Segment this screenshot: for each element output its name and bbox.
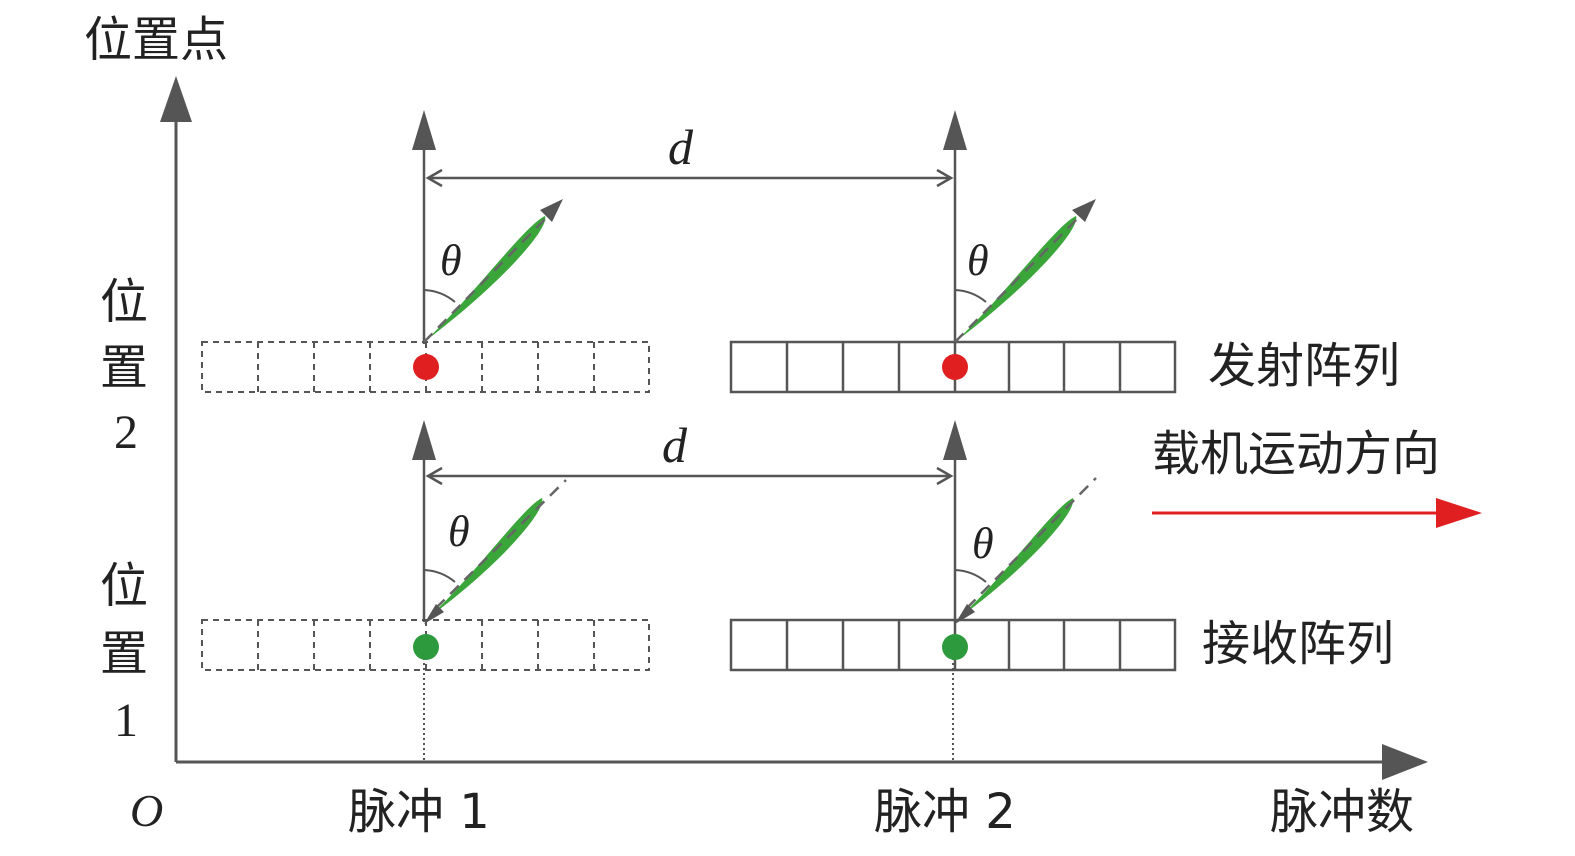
position1-char-2: 置 [100, 626, 148, 682]
motion-direction-label: 载机运动方向 [1152, 426, 1440, 482]
transmit-array-pulse2 [729, 340, 1177, 394]
y-axis-label: 位置点 [84, 12, 228, 68]
position1-label: 位 置 1 [100, 558, 148, 747]
main-axes [160, 76, 1428, 780]
angle-label-tx2: θ [967, 236, 989, 285]
position2-label: 位 置 2 [100, 274, 148, 459]
transmit-array-label: 发射阵列 [1208, 338, 1400, 394]
transmit-element-pulse2 [942, 354, 968, 380]
receive-beam-pulse1 [424, 479, 567, 624]
angle-label-tx1: θ [440, 236, 462, 285]
angle-label-rx2: θ [972, 519, 994, 568]
position2-char-2: 置 [100, 340, 148, 396]
motion-direction-arrow [1152, 498, 1482, 528]
position1-char-3: 1 [114, 694, 138, 747]
x-axis-label: 脉冲数 [1270, 784, 1414, 840]
receive-element-pulse1 [413, 634, 439, 660]
pulse-2-label: 脉冲 2 [874, 784, 1016, 840]
angle-label-rx1: θ [448, 507, 470, 556]
origin-label: O [130, 785, 163, 836]
transmit-beam-pulse2 [954, 199, 1096, 343]
normal-arrows [412, 110, 967, 622]
y-axis-arrowhead [160, 76, 192, 122]
x-axis-arrowhead [1382, 744, 1428, 780]
position2-char-1: 位 [100, 274, 148, 330]
transmit-element-pulse1 [413, 354, 439, 380]
transmit-beam-pulse1 [423, 199, 563, 343]
pulse-1-label: 脉冲 1 [348, 784, 490, 840]
receive-element-pulse2 [942, 634, 968, 660]
receive-array-label: 接收阵列 [1202, 616, 1394, 672]
angle-arcs [423, 289, 987, 583]
spacing-label-bottom: d [662, 417, 688, 473]
spacing-label-top: d [668, 119, 694, 175]
position1-char-1: 位 [100, 558, 148, 614]
position2-char-3: 2 [114, 406, 138, 459]
spacing-arrows [425, 168, 954, 486]
receive-beam-pulse2 [955, 477, 1097, 624]
